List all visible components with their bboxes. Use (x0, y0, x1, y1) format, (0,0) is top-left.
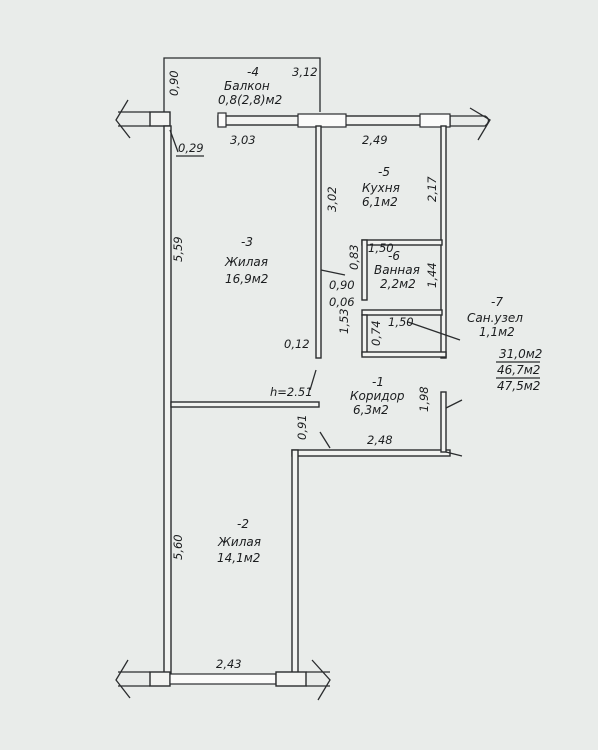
window-balcony (217, 112, 227, 128)
bath-number: -6 (388, 249, 400, 263)
dim-029-underline (169, 129, 204, 157)
balcony-name: Балкон (224, 79, 270, 93)
partition-kitchen-living (315, 125, 322, 359)
living1-number: -3 (241, 235, 253, 249)
dim-wall-thickness: 0,29 (178, 141, 204, 155)
door-swing-living2 (319, 431, 331, 449)
partition-wc-bottom (361, 351, 447, 358)
living2-name: Жилая (217, 535, 261, 549)
corridor-name: Коридор (350, 389, 405, 403)
dim-bath-height: 1,44 (425, 262, 439, 288)
bath-area: 2,2м2 (380, 277, 416, 291)
dim-153: 1,53 (337, 308, 351, 334)
partition-wc-left (361, 314, 368, 356)
wc-area: 1,1м2 (479, 325, 515, 339)
partition-living2-right (291, 449, 299, 675)
dim-006: 0,06 (329, 295, 355, 309)
wall-bottom-left (149, 671, 171, 687)
window-living2 (169, 673, 277, 685)
balcony-number: -4 (247, 65, 259, 79)
corridor-area: 6,3м2 (353, 403, 389, 417)
break-mark-right (469, 107, 491, 141)
dim-living2-height: 5,60 (171, 534, 185, 560)
corridor-number: -1 (372, 375, 384, 389)
window-kitchen-right (419, 113, 451, 128)
partition-corridor-living2 (291, 449, 451, 457)
dim-balcony-height: 0,90 (167, 70, 181, 96)
kitchen-area: 6,1м2 (362, 195, 398, 209)
dim-kitchen-height: 3,02 (325, 186, 339, 212)
living1-area: 16,9м2 (225, 272, 268, 286)
wc-number: -7 (491, 295, 503, 309)
partition-living-corridor (170, 401, 320, 408)
dim-bath-width: 1,50 (368, 241, 394, 255)
break-mark-left (115, 99, 150, 139)
partition-bath-wc (361, 309, 443, 316)
wall-bottom-right (275, 671, 307, 687)
dim-wc-074: 0,74 (369, 320, 383, 346)
dim-balcony-width: 3,12 (292, 65, 318, 79)
dim-012: 0,12 (284, 337, 310, 351)
dim-corridor-091: 0,91 (295, 414, 309, 440)
door-swing-kitchen (320, 269, 346, 276)
wall-continuation-arrow-right (450, 115, 490, 127)
total-living-area: 31,0м2 (499, 347, 542, 361)
dim-bath-offset: 0,83 (347, 244, 361, 270)
dim-door-090: 0,90 (329, 278, 355, 292)
dim-kitchen-top: 2,49 (362, 133, 388, 147)
break-mark-bottom (115, 659, 331, 701)
door-swing-living1 (309, 369, 317, 391)
kitchen-number: -5 (378, 165, 390, 179)
dim-ceiling-height: h=2.51 (270, 385, 313, 399)
balcony-outline (163, 57, 321, 118)
bath-name: Ванная (374, 263, 420, 277)
dim-living1-top: 3,03 (230, 133, 256, 147)
living2-area: 14,1м2 (217, 551, 260, 565)
kitchen-name: Кухня (362, 181, 400, 195)
wc-leader-line (407, 321, 461, 341)
living2-number: -2 (237, 517, 249, 531)
dim-living2-window: 2,43 (216, 657, 242, 671)
dim-corridor-248: 2,48 (367, 433, 393, 447)
wall-left (163, 125, 172, 675)
living1-name: Жилая (224, 255, 268, 269)
door-swing-entry (445, 399, 463, 457)
dim-wc-width: 1,50 (388, 315, 414, 329)
wc-name: Сан.узел (467, 311, 523, 325)
wall-top-left (149, 111, 171, 127)
dim-corridor-198: 1,98 (417, 386, 431, 412)
partition-bath-left (361, 239, 368, 301)
dim-kitchen-right: 2,17 (425, 176, 439, 202)
balcony-area: 0,8(2,8)м2 (218, 93, 282, 107)
total-gross-area: 47,5м2 (497, 379, 540, 393)
dim-living1-height: 5,59 (171, 236, 185, 262)
window-kitchen-frame (297, 113, 347, 128)
total-area: 46,7м2 (497, 363, 540, 377)
partition-corridor-right (440, 391, 447, 453)
